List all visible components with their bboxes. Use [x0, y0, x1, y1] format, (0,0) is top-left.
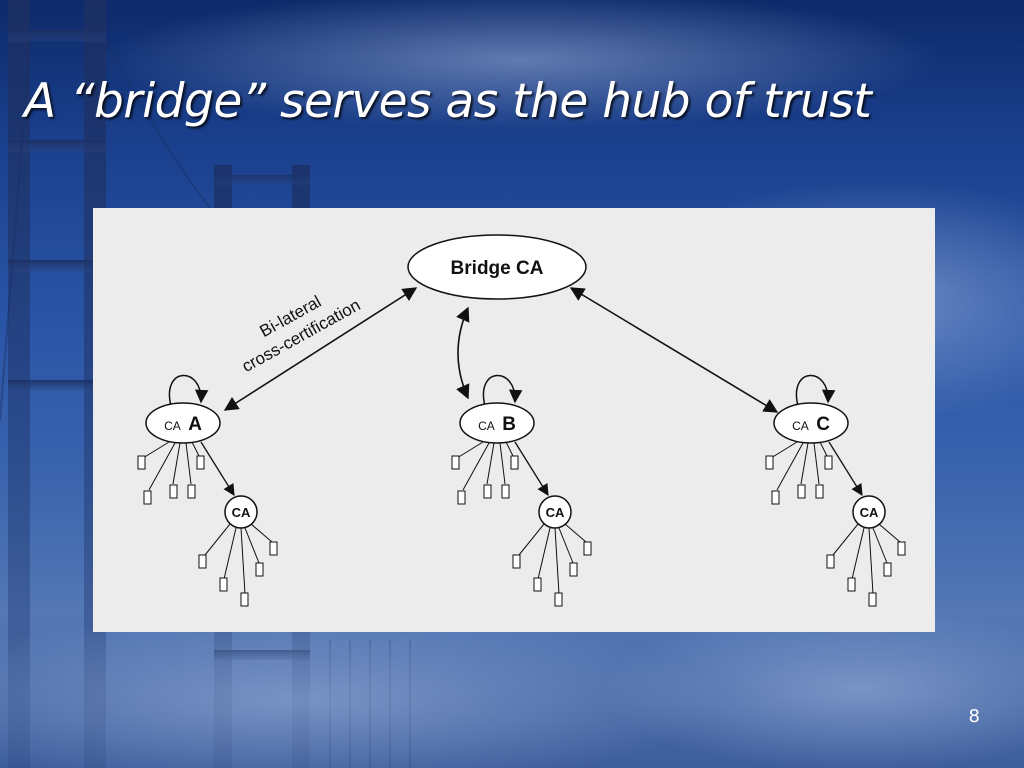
bridge-ca-node: [407, 234, 587, 300]
ca-b-label: CA B: [478, 414, 516, 435]
self-cert-loop-a: [168, 374, 209, 407]
ca-b-to-sub-arrow: [514, 441, 549, 496]
ca-c-prefix: CA: [792, 419, 809, 433]
ca-a-prefix: CA: [164, 419, 181, 433]
ca-a-letter: A: [188, 414, 202, 435]
ca-c-node: [773, 402, 849, 444]
ca-c-label: CA C: [792, 414, 830, 435]
sub-ca-a-label: CA: [232, 505, 251, 520]
sub-ca-a-leaf-certs: [198, 541, 278, 607]
cross-cert-arrow-b: [456, 306, 470, 400]
ca-b-leaf-links: [456, 441, 515, 491]
ca-a-label: CA A: [164, 414, 202, 435]
ca-a-node: [145, 402, 221, 444]
ca-a-leaf-links: [142, 441, 201, 491]
sub-ca-b-leaf-certs: [512, 541, 592, 607]
ca-a-to-sub-arrow: [200, 441, 235, 496]
ca-b-prefix: CA: [478, 419, 495, 433]
ca-b-node: [459, 402, 535, 444]
domain-c: CA C CA: [765, 374, 906, 607]
sub-ca-c-leaf-certs: [826, 541, 906, 607]
cross-cert-arrow-a: [223, 287, 418, 411]
domain-a: CA A CA: [137, 374, 278, 607]
ca-c-leaf-certs: [765, 455, 833, 505]
sub-ca-c-leaf-links: [832, 523, 901, 595]
trust-diagram: Bridge CA Bi-lateral cross-certification…: [93, 208, 935, 632]
sub-ca-b-leaf-links: [518, 523, 587, 595]
trust-diagram-svg: Bridge CA Bi-lateral cross-certification…: [137, 234, 906, 607]
self-cert-loop-c: [795, 374, 836, 407]
ca-c-to-sub-arrow: [828, 441, 863, 496]
ca-a-leaf-certs: [137, 455, 205, 505]
ca-b-leaf-certs: [451, 455, 519, 505]
ca-b-letter: B: [502, 414, 516, 435]
sub-ca-c-label: CA: [860, 505, 879, 520]
self-cert-loop-b: [482, 374, 523, 407]
sub-ca-b-label: CA: [546, 505, 565, 520]
domain-b: CA B CA: [451, 374, 592, 607]
page-number: 8: [968, 706, 980, 727]
sub-ca-a-leaf-links: [204, 523, 273, 595]
bridge-ca-label: Bridge CA: [451, 258, 544, 279]
cross-cert-arrow-c: [569, 287, 779, 413]
cross-certification-annotation: Bi-lateral cross-certification: [239, 292, 364, 376]
ca-c-letter: C: [816, 414, 830, 435]
slide-title: A “bridge” serves as the hub of trust: [24, 74, 872, 129]
ca-c-leaf-links: [770, 441, 829, 491]
